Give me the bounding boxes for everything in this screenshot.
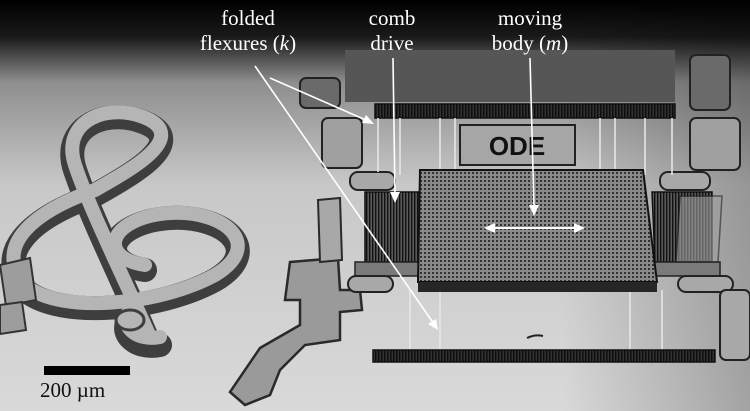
annotation-pointers (254, 57, 539, 330)
label-folded-flexures: folded flexures (k) (199, 6, 297, 55)
upper-frame: ODE (299, 50, 741, 191)
scale-bar (44, 366, 130, 375)
left-anchors (0, 196, 364, 407)
bottom-flexure-truss (372, 349, 716, 363)
label-moving-body: moving body (m) (491, 6, 569, 55)
flexure-beams (377, 118, 673, 352)
scale-bar-label: 200 µm (40, 378, 106, 402)
label-comb-drive: comb drive (368, 6, 416, 55)
treble-clef-structure (1, 105, 250, 358)
motion-arrow (484, 223, 585, 233)
svg-text:ODE: ODE (489, 131, 545, 161)
lower-pads (347, 195, 750, 361)
moving-body (416, 169, 659, 292)
